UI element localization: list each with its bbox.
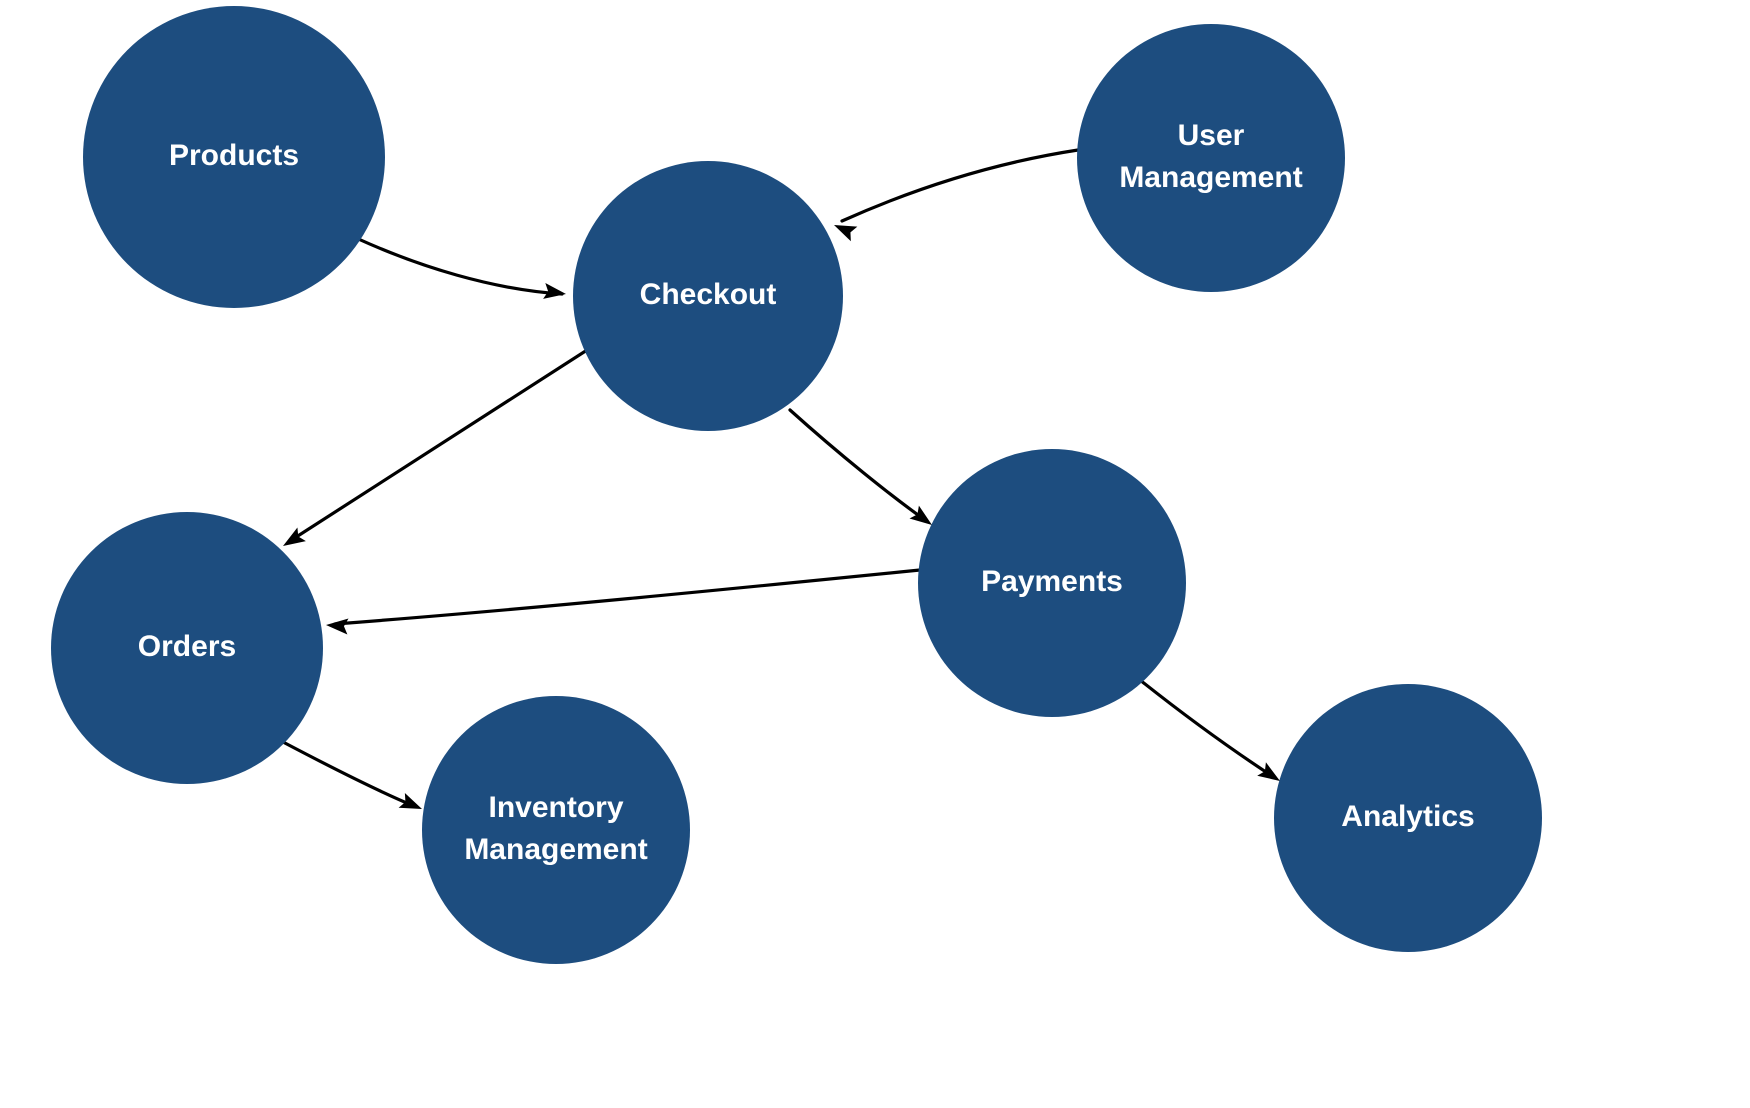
nodes-layer: ProductsCheckoutUserManagementOrdersPaym… xyxy=(51,6,1542,964)
node-label: User xyxy=(1178,119,1245,152)
graph-edge-products-checkout[interactable] xyxy=(331,225,567,302)
graph-edge-payments-orders[interactable] xyxy=(325,568,922,635)
edge-line xyxy=(331,225,564,296)
edge-line xyxy=(788,408,927,522)
arrowhead-icon xyxy=(543,283,566,299)
node-circle[interactable] xyxy=(573,161,843,431)
edges-layer xyxy=(279,148,1284,816)
node-label: Analytics xyxy=(1341,800,1474,833)
node-label: Inventory xyxy=(488,791,623,824)
graph-node-checkout[interactable]: Checkout xyxy=(573,161,843,431)
graph-edge-usermgmt-checkout[interactable] xyxy=(831,148,1080,242)
node-label: Orders xyxy=(138,630,236,663)
graph-node-payments[interactable]: Payments xyxy=(918,449,1186,717)
node-label: Products xyxy=(169,139,299,172)
arrowhead-icon xyxy=(398,793,422,809)
node-circle[interactable] xyxy=(1274,684,1542,952)
node-label: Management xyxy=(1119,161,1302,194)
node-circle[interactable] xyxy=(1077,24,1345,292)
graph-edge-checkout-payments[interactable] xyxy=(788,408,937,531)
graph-edge-checkout-orders[interactable] xyxy=(279,341,600,553)
node-circle[interactable] xyxy=(422,696,690,964)
node-label: Checkout xyxy=(640,278,777,311)
node-label: Payments xyxy=(981,565,1123,598)
node-circle[interactable] xyxy=(918,449,1186,717)
node-label: Management xyxy=(464,833,647,866)
edge-line xyxy=(333,568,922,626)
arrowhead-icon xyxy=(1257,762,1280,781)
graph-node-orders[interactable]: Orders xyxy=(51,512,323,784)
graph-node-products[interactable]: Products xyxy=(83,6,385,308)
graph-edge-orders-inventory[interactable] xyxy=(281,740,425,816)
arrowhead-icon xyxy=(326,618,349,635)
edge-line xyxy=(840,148,1080,223)
edge-line xyxy=(288,341,600,543)
graph-node-analytics[interactable]: Analytics xyxy=(1274,684,1542,952)
node-circle[interactable] xyxy=(83,6,385,308)
arrowhead-icon xyxy=(909,505,932,525)
arrowhead-icon xyxy=(283,527,306,546)
node-circle[interactable] xyxy=(51,512,323,784)
edge-line xyxy=(1133,674,1274,778)
arrowhead-icon xyxy=(834,225,858,242)
edge-line xyxy=(281,740,416,808)
graph-edge-payments-analytics[interactable] xyxy=(1133,674,1284,788)
